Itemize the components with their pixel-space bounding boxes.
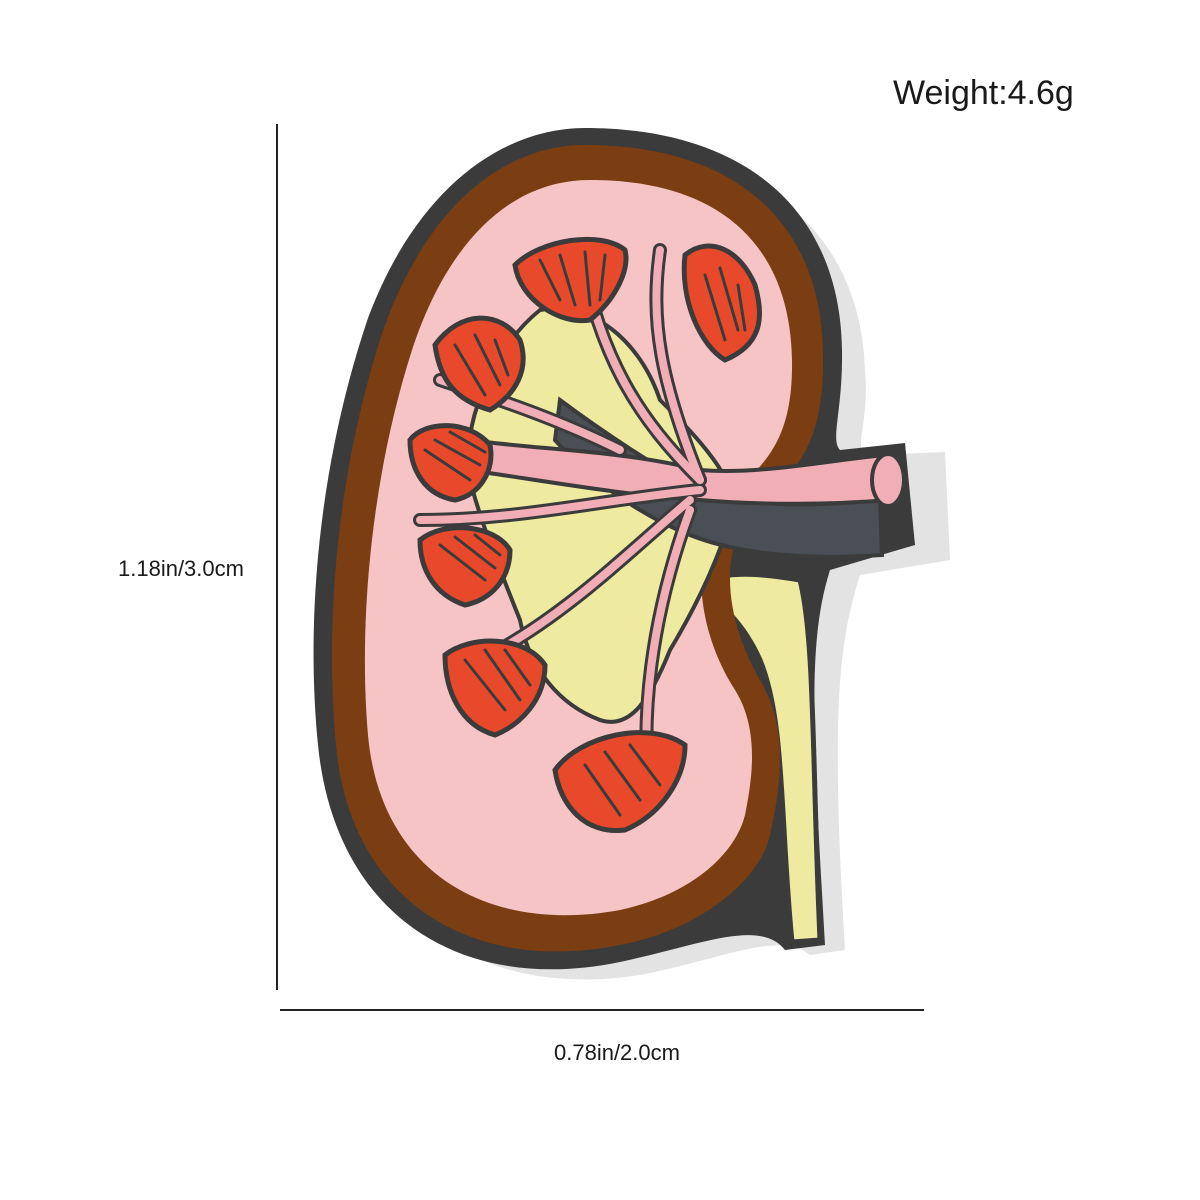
pyramid-2 — [681, 243, 763, 363]
ureter — [701, 571, 823, 945]
width-label: 0.78in/2.0cm — [554, 1040, 680, 1065]
pyramid-1 — [512, 236, 629, 324]
height-label: 1.18in/3.0cm — [118, 556, 244, 581]
pyramid-7 — [552, 730, 688, 834]
width-dimension-line — [280, 1009, 924, 1011]
weight-label: Weight:4.6g — [893, 74, 1074, 112]
height-dimension-line — [276, 124, 278, 990]
pyramid-striations — [423, 250, 747, 817]
pyramid-3 — [432, 315, 526, 413]
vessel-opening — [870, 452, 906, 508]
